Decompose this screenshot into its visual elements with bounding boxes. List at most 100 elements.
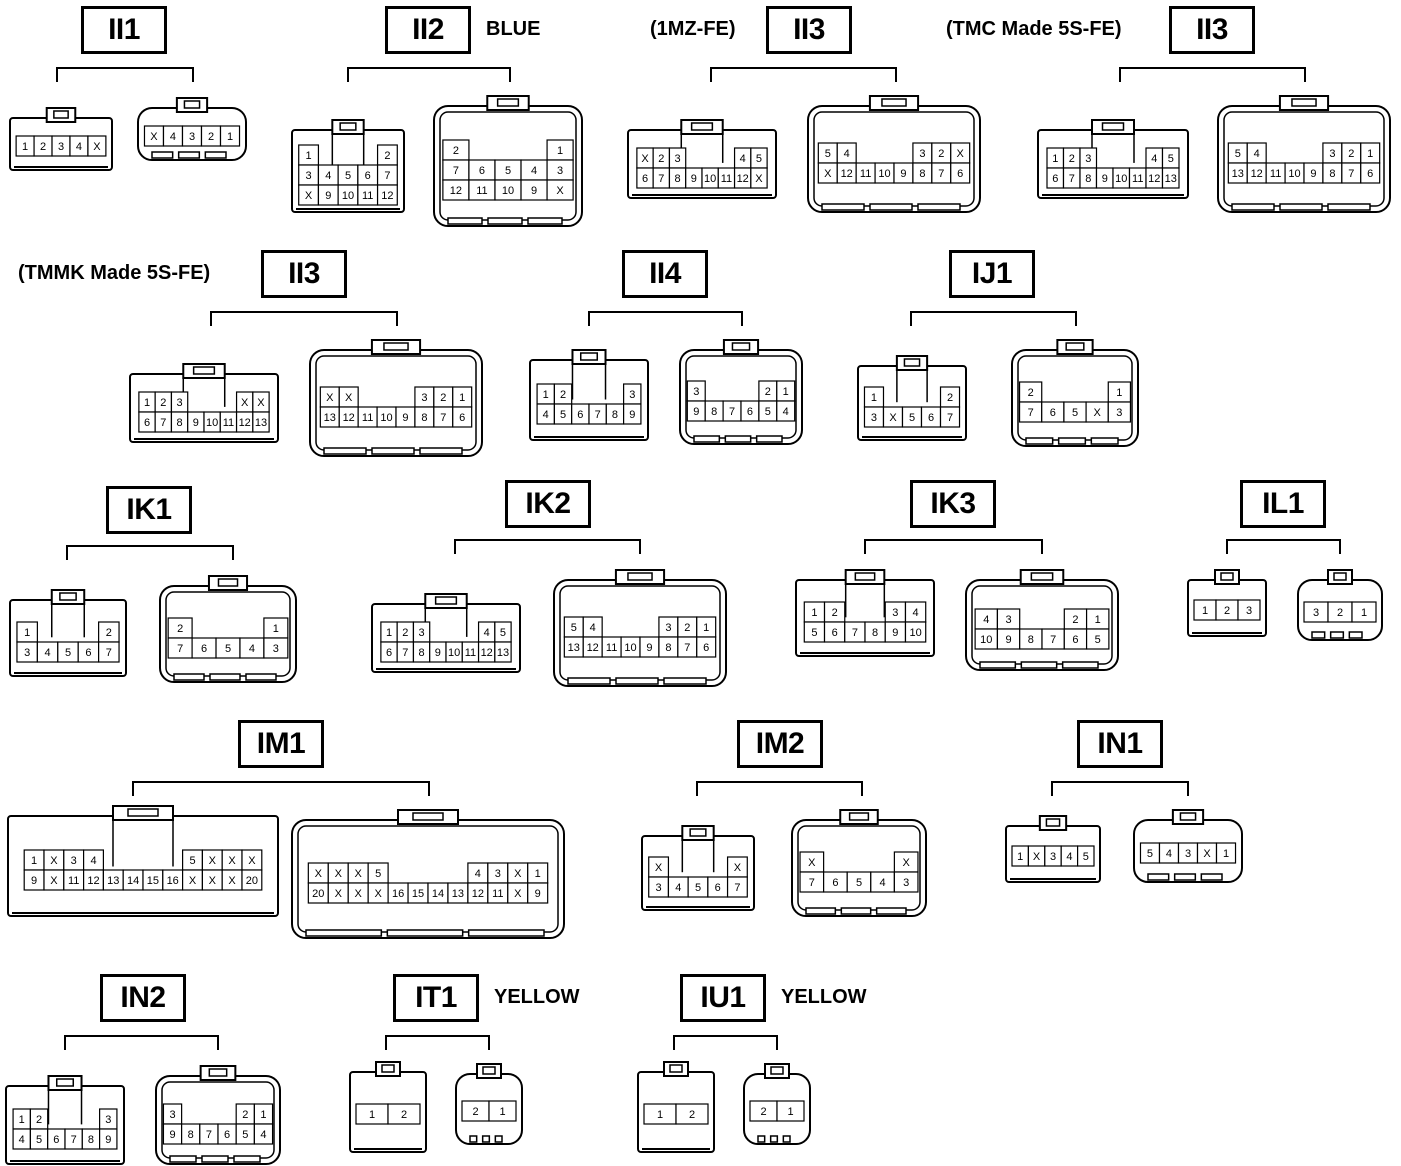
pin-label: 1 [543,389,549,401]
pin-label: 12 [587,642,599,654]
pin-label: 2 [208,131,214,143]
pin-label: 7 [938,168,944,180]
pin-cell [99,1128,118,1150]
pin-label: 16 [392,888,404,900]
pin-label: 11 [721,173,732,185]
pin-label: 10 [704,173,716,185]
pin-label: 3 [871,412,877,424]
pin-label: 3 [1085,153,1091,165]
pin-label: 10 [502,185,514,197]
pin-label: 4 [170,131,176,143]
pin-label: 3 [892,607,898,619]
pin-label: 7 [160,417,166,429]
pin-label: 2 [472,1106,478,1118]
pin-label: X [257,397,265,409]
pin-label: 2 [689,1109,695,1121]
connector-code-it1: IT1 [393,974,479,1022]
pin-label: 7 [809,877,815,889]
pin-label: 9 [892,627,898,639]
pin-label: 10 [206,417,218,429]
pin-label: 4 [475,868,481,880]
pin-label: 4 [260,1129,266,1141]
pin-label: 11 [1132,173,1143,185]
pin-label: 6 [53,1134,59,1146]
pin-label: 4 [76,141,82,153]
connector-color-note: YELLOW [494,986,580,1008]
pin-label: 7 [1348,168,1354,180]
pin-label: 9 [535,888,541,900]
pin-label: 3 [1116,407,1122,419]
pin-label: 5 [189,855,195,867]
connector-bracket [910,311,1077,326]
pin-label: 8 [612,409,618,421]
pin-label: 13 [255,417,267,429]
connector-bracket [696,781,863,796]
connector-bracket [64,1035,219,1050]
pin-label: 5 [1083,851,1089,863]
pin-label: 11 [68,875,79,887]
pin-label: 5 [695,882,701,894]
pin-label: 10 [1288,168,1300,180]
connector-bracket [1119,67,1306,82]
pin-label: 13 [107,875,119,887]
pin-cell [696,636,717,658]
pin-label: 5 [65,647,71,659]
pin-label: 3 [903,877,909,889]
pin-label: 7 [402,647,408,659]
pin-label: 3 [693,386,699,398]
pin-cell [776,1100,805,1122]
connector-code-ii1: II1 [81,6,167,54]
pin-label: 6 [365,170,371,182]
pin-label: 6 [832,627,838,639]
pin-label: 7 [852,627,858,639]
pin-label: 4 [1166,848,1172,860]
pin-label: 2 [40,141,46,153]
connector-bracket [132,781,430,796]
pin-label: 9 [691,173,697,185]
pin-label: 1 [871,392,877,404]
pin-label: 11 [465,647,476,659]
pin-label: 6 [928,412,934,424]
connector-bracket [1051,781,1189,796]
pin-cell [87,135,107,157]
pin-label: 1 [227,131,233,143]
pin-label: X [514,868,522,880]
pin-label: 12 [450,185,462,197]
pin-label: 9 [435,647,441,659]
pin-label: 20 [312,888,324,900]
pin-label: 5 [375,868,381,880]
pin-label: 7 [658,173,664,185]
pin-label: 4 [325,170,331,182]
pin-label: X [889,412,897,424]
pin-label: X [556,185,564,197]
pin-label: 5 [1147,848,1153,860]
pin-cell [750,167,768,189]
pin-label: X [189,875,197,887]
pin-label: 6 [1367,168,1373,180]
pin-label: X [345,392,353,404]
connector-code-ik2: IK2 [505,480,591,528]
pin-label: 10 [380,412,392,424]
pin-label: X [228,875,236,887]
pin-label: X [808,857,816,869]
pin-label: 11 [860,168,871,180]
pin-label: 14 [432,888,444,900]
pin-label: 7 [106,647,112,659]
pin-label: 7 [595,409,601,421]
pin-label: 3 [169,1109,175,1121]
pin-label: 13 [324,412,336,424]
pin-label: X [209,855,217,867]
pin-label: 15 [147,875,159,887]
pin-label: 8 [711,406,717,418]
pin-label: 2 [402,627,408,639]
pin-label: 1 [787,1106,793,1118]
pin-label: 10 [342,190,354,202]
pin-label: 9 [169,1129,175,1141]
pin-label: X [50,875,58,887]
pin-cell [494,641,512,663]
